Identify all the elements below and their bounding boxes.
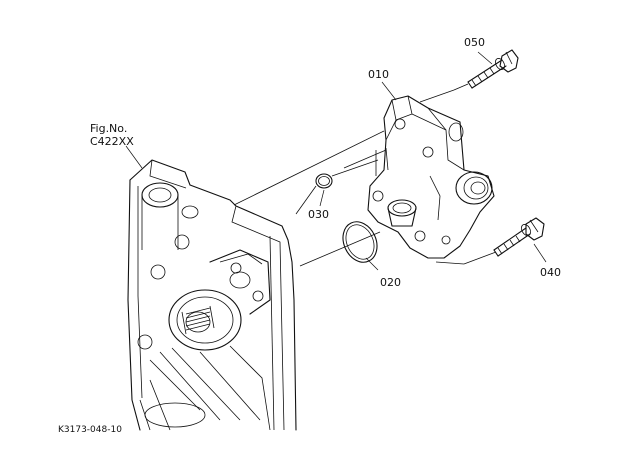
figure-ref-line2: C422XX xyxy=(90,135,134,148)
o-ring-020 xyxy=(342,221,378,263)
bolt-040 xyxy=(493,217,545,257)
drawing-code: K3173-048-10 xyxy=(58,425,122,435)
pump-body-010 xyxy=(367,95,495,259)
leader-lines xyxy=(125,51,547,271)
figure-ref-line1: Fig.No. xyxy=(90,122,127,135)
callout-020: 020 xyxy=(380,276,401,289)
callout-040: 040 xyxy=(540,266,561,279)
callout-050: 050 xyxy=(464,36,485,49)
assembly-lines xyxy=(233,83,497,267)
callout-030: 030 xyxy=(308,208,329,221)
callout-010: 010 xyxy=(368,68,389,81)
gear-case-housing xyxy=(127,159,297,431)
o-ring-030 xyxy=(315,173,333,189)
bolt-050 xyxy=(467,49,519,89)
